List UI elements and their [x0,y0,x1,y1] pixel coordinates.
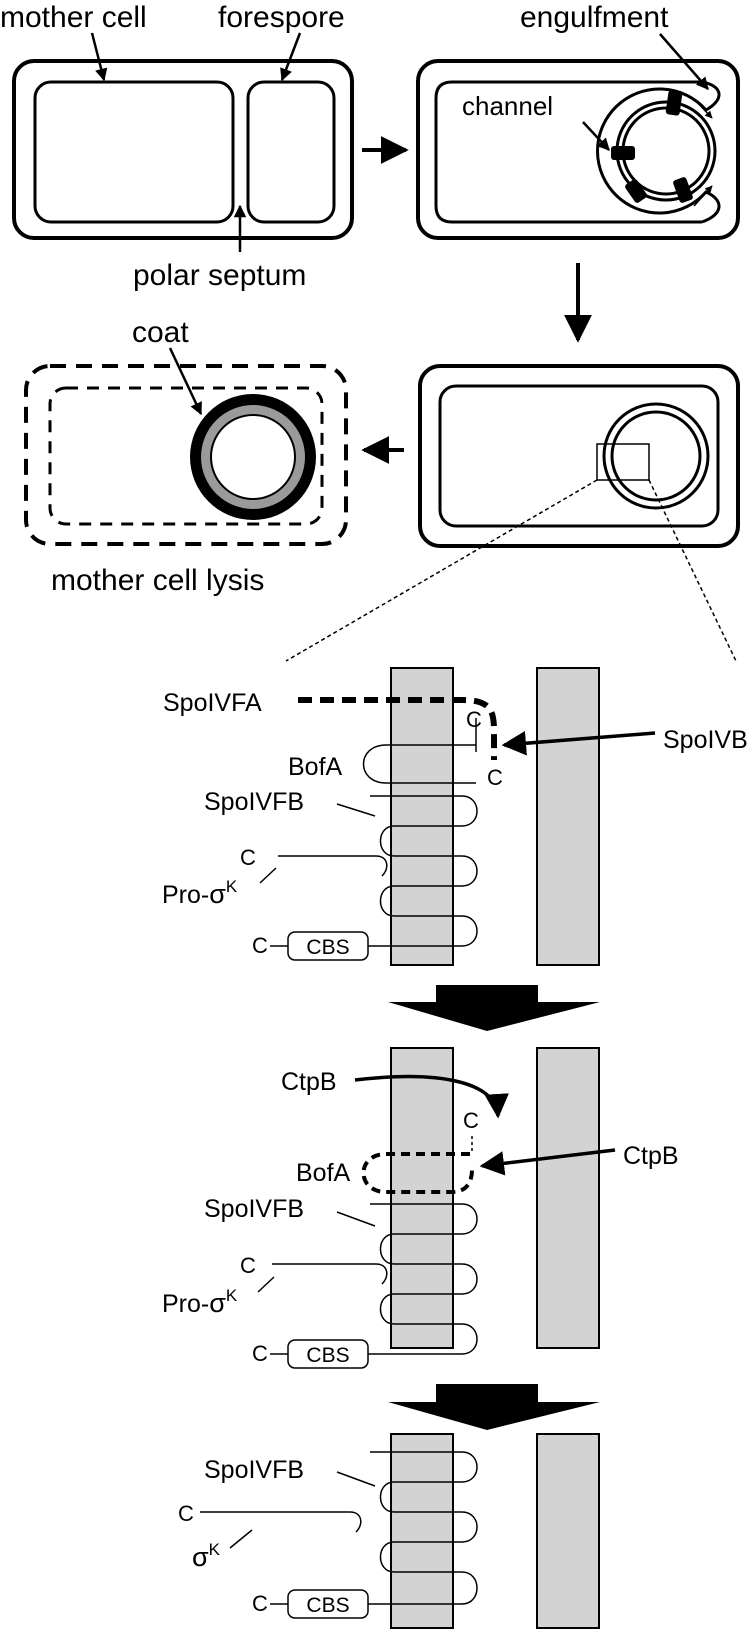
membrane-panel-3: SpoIVFB C σK C CBS [178,1433,600,1629]
spoivfb-label: SpoIVFB [204,1195,304,1223]
pro-sigma-k-c-terminus: C [240,1253,256,1278]
mother-cell-arrow [90,32,108,82]
bofa-protein [362,744,476,784]
lysing-cell-membrane [48,386,324,526]
pro-sigma-k-protein [278,855,388,877]
channel-complex [611,146,635,160]
ctpb-right-label: CtpB [623,1142,679,1170]
engulfment-label: engulfment [520,1,669,34]
ctpb-top-label: CtpB [281,1068,337,1096]
pro-sigma-k-label: Pro-σK [162,1286,238,1318]
pro-sigma-k-pointer [259,867,277,884]
spoivfb-label: SpoIVFB [204,788,304,816]
transition-arrow-1 [388,985,600,1031]
forespore-compartment [246,80,336,224]
spoivfa-c-terminus: C [466,707,482,732]
polar-septum-label: polar septum [133,259,306,292]
cbs-domain [287,931,369,961]
forespore-outer-membrane [602,402,710,510]
pro-sigma-k-label: Pro-σK [162,877,238,909]
spoivb-arrow [501,731,656,756]
membrane-panel-2: CtpB C CtpB BofA SpoIVFB C Pro-σK C CBS [162,1047,679,1369]
cbs-c-terminus: C [252,1341,268,1366]
coat-label: coat [132,316,189,349]
forespore-label: forespore [218,1,345,34]
forespore-arrow [280,32,302,82]
sigma-k-protein [200,1511,362,1533]
spoivfb-pointer [336,1471,376,1487]
cell-outer-wall [418,364,740,548]
cell-stage-engulfed [418,364,740,548]
mother-cell-membrane [434,80,702,224]
channel-complex [673,177,693,203]
spoivfb-pointer [336,1211,376,1227]
cbs-c-terminus: C [252,933,268,958]
zoom-line-right [648,479,737,662]
cbs-label: CBS [306,1594,349,1617]
cell-stage-polar-septum [12,59,354,240]
ctpb-right-arrow [479,1148,616,1176]
inner-forespore-membrane [536,1047,600,1349]
bofa-label: BofA [288,753,343,781]
ctpb-c-terminus: C [463,1108,479,1133]
channel-complex [665,90,683,116]
zoom-region [596,443,650,481]
engulfment-direction-top [693,98,713,119]
forespore-inner-membrane [610,410,702,502]
cbs-domain [287,1589,369,1619]
zoom-line-left [285,479,598,662]
cbs-label: CBS [306,936,349,959]
spoivfa-protein [298,697,497,760]
ctpb-top-arrow [354,1074,509,1119]
channel-complex [625,179,647,203]
inner-forespore-membrane [536,667,600,966]
channel-arrow [582,121,610,151]
inner-forespore-membrane [536,1433,600,1629]
mother-cell-label: mother cell [0,1,147,34]
cbs-c-terminus: C [252,1591,268,1616]
cbs-label: CBS [306,1344,349,1367]
outer-forespore-membrane [390,667,454,966]
cell-stage-engulfment [416,59,740,240]
spoivb-c-terminus: C [487,765,503,790]
sigma-k-c-terminus: C [178,1501,194,1526]
engulfment-arrow [659,33,709,90]
bofa-label: BofA [296,1159,351,1187]
spoivfb-protein [368,795,478,947]
spoivfb-protein [368,1451,478,1605]
mother-cell-lysis-label: mother cell lysis [51,564,264,597]
sigma-k-pointer [229,1529,253,1549]
cell-outer-wall [12,59,354,240]
outer-forespore-membrane [390,1047,454,1349]
pro-sigma-k-c-terminus: C [240,845,256,870]
spoivfb-pointer [336,803,376,817]
engulfment-direction-bottom [693,185,713,207]
transition-arrow-2 [388,1384,600,1430]
lysing-cell-wall [24,364,348,546]
coat-arrow [168,347,203,416]
cell-stage-lysis [24,364,348,546]
spoivfb-protein [368,1203,478,1355]
channel-label: channel [462,91,553,121]
spoivfb-label: SpoIVFB [204,1456,304,1484]
mother-cell-compartment [33,80,235,224]
membrane-panel-1: SpoIVFA C C SpoIVB BofA SpoIVFB C Pro-σK… [162,667,748,966]
spoivfa-label: SpoIVFA [163,689,262,717]
outer-forespore-membrane [390,1433,454,1629]
mother-cell-membrane [438,384,720,528]
pro-sigma-k-protein [272,1263,388,1285]
cbs-domain [287,1339,369,1369]
bofa-protein-degraded [361,1152,474,1194]
pro-sigma-k-pointer [257,1276,275,1293]
spoivb-label: SpoIVB [663,726,748,754]
sigma-k-label: σK [192,1540,221,1572]
spore-core [210,414,296,500]
cell-outer-wall [416,59,740,240]
